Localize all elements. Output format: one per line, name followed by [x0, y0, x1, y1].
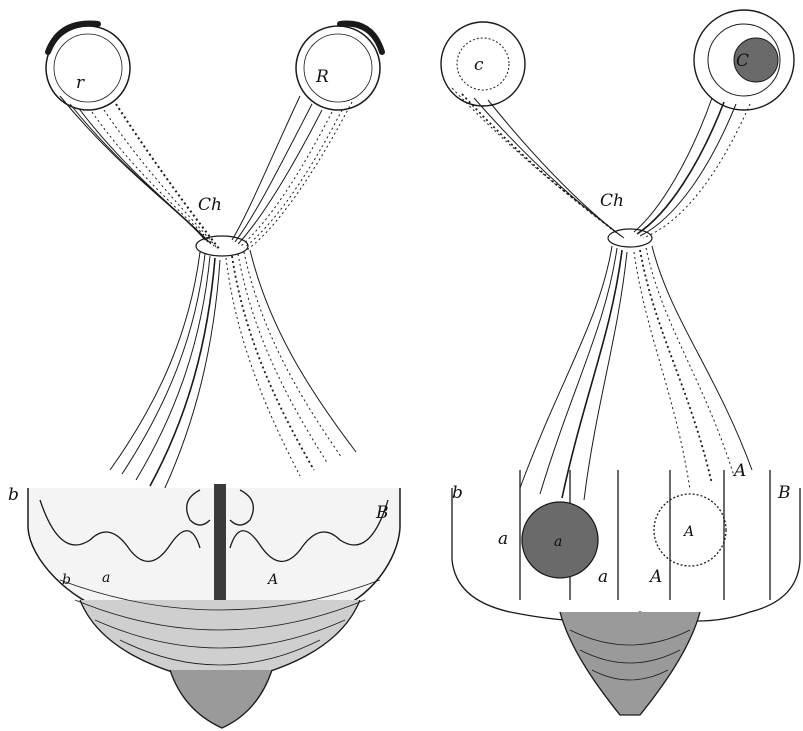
- label-a-left: a: [102, 570, 110, 586]
- optic-tract-left: [110, 252, 220, 490]
- right-eyeball: [296, 24, 382, 110]
- brain-left: [28, 484, 400, 728]
- optic-nerve-right: [232, 96, 352, 250]
- optic-nerve-left: [60, 96, 220, 250]
- right-optic-chiasm: [608, 229, 652, 247]
- label-b-left: b: [8, 485, 19, 505]
- optic-tract-right: [226, 250, 356, 476]
- label-B-left: B: [375, 503, 389, 523]
- label-Ch-left: Ch: [198, 195, 222, 215]
- right-brainstem: [560, 612, 700, 715]
- label-b-small-left: b: [62, 572, 71, 588]
- label-c-right: c: [474, 55, 484, 75]
- left-eyeball: [46, 24, 130, 110]
- label-A-bottom: A: [648, 567, 662, 587]
- label-A-center: A: [682, 524, 694, 540]
- right-optic-nerve-left: [452, 88, 624, 238]
- label-a-mid: a: [554, 534, 562, 550]
- left-diagram: r R Ch b B a A b: [8, 24, 400, 728]
- label-B-right: B: [777, 483, 791, 503]
- right-optic-tract-right: [634, 246, 752, 490]
- label-b-right: b: [452, 483, 463, 503]
- label-a-bottom: a: [598, 567, 608, 587]
- label-a-left-field: a: [498, 529, 508, 549]
- label-A-left: A: [266, 572, 278, 588]
- label-Ch-right: Ch: [600, 191, 624, 211]
- label-R: R: [315, 67, 329, 87]
- right-optic-tract-left: [520, 246, 627, 500]
- right-optic-nerve-right: [634, 98, 750, 238]
- label-A-upper: A: [732, 461, 746, 481]
- optic-chiasm: [196, 236, 248, 256]
- label-C-right: C: [736, 51, 749, 71]
- label-r: r: [76, 73, 85, 93]
- right-diagram: c C Ch b B a a a A A A: [441, 10, 800, 715]
